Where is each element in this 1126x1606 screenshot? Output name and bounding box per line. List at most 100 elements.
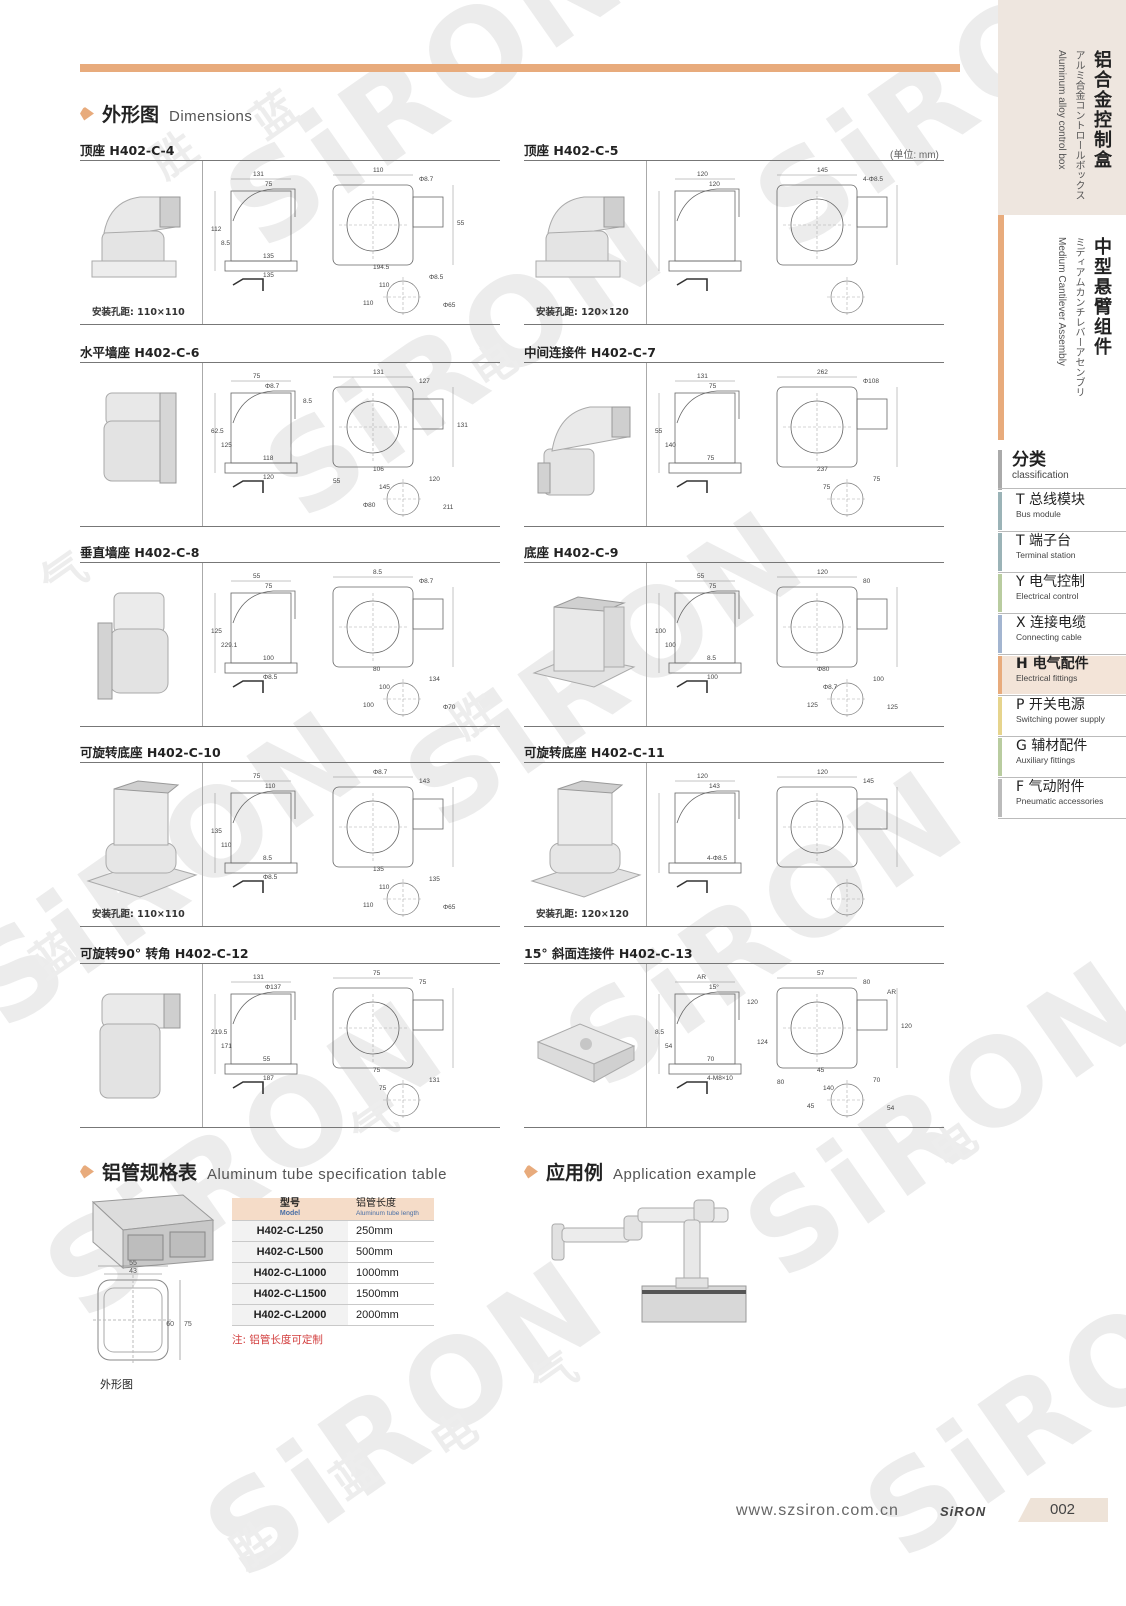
dimension-label: Φ137 [265, 984, 281, 991]
dimension-label: 80 [863, 979, 871, 986]
dimension-label: 131 [253, 974, 264, 981]
dimension-label: 125 [807, 702, 818, 709]
dimension-label: 100 [655, 628, 666, 635]
section-application: 应用例 Application example [524, 1158, 757, 1185]
dimension-label: 8.5 [373, 569, 382, 576]
dimension-label: 120 [817, 769, 828, 776]
dimension-label: Φ8.7 [419, 176, 434, 183]
dimension-label: 4-M8×10 [707, 1075, 733, 1082]
dimension-label: 134 [429, 676, 440, 683]
dimension-label: 112 [211, 226, 222, 233]
dimension-label: 75 [379, 1085, 387, 1092]
mount-spacing: 安装孔距: 110×110 [92, 909, 185, 920]
profile-dim: 60 [166, 1321, 174, 1328]
product-photo-svg [537, 406, 631, 496]
dimension-label: 75 [709, 383, 717, 390]
dimension-label: 55 [333, 478, 341, 485]
dimension-label: 135 [373, 866, 384, 873]
dimension-label: 75 [823, 484, 831, 491]
dimension-label: 100 [707, 674, 718, 681]
tab-jp: アルミ合金コントロールボックス [1073, 50, 1084, 200]
sidebar-tab-cantilever[interactable]: 中型悬臂组件 ミディアムカンチレバーアセンブリ Medium Cantileve… [998, 215, 1126, 440]
page-number-badge: 002 [1018, 1498, 1108, 1522]
watermark-char: 蓝 [321, 1442, 388, 1510]
dimension-label: 131 [457, 422, 468, 429]
product-photo-svg [530, 780, 642, 898]
product-photo [524, 763, 647, 926]
dimension-label: 75 [265, 181, 273, 188]
category-cn: T 总线模块 [1016, 492, 1086, 508]
dimension-label: 120 [817, 569, 828, 576]
profile-dim: 43 [129, 1268, 137, 1275]
dimension-label: 100 [263, 655, 274, 662]
dimension-label: 8.5 [707, 655, 716, 662]
dimension-label: 118 [263, 455, 274, 462]
classification-heading: 分类 classification [998, 450, 1126, 490]
watermark-char: 气 [521, 1342, 588, 1410]
product-photo-svg [91, 196, 181, 278]
category-cn: H 电气配件 [1016, 656, 1089, 672]
dimension-label: 55 [457, 220, 465, 227]
product-title: 顶座 H402-C-5 [524, 143, 619, 158]
dimension-label: 8.5 [263, 855, 272, 862]
model-cell: H402-C-L1500 [232, 1283, 348, 1305]
length-cell: 1000mm [348, 1262, 434, 1284]
dimension-label: 75 [253, 373, 261, 380]
dimension-label: 106 [373, 466, 384, 473]
tube-note: 注: 铝管长度可定制 [232, 1334, 323, 1346]
dimension-label: 127 [419, 378, 430, 385]
dimension-label: 110 [379, 282, 390, 289]
product-title: 中间连接件 H402-C-7 [524, 345, 656, 360]
category-en: Pneumatic accessories [1016, 796, 1104, 806]
mount-spacing: 安装孔距: 110×110 [92, 307, 185, 318]
dimension-label: 75 [373, 1067, 381, 1074]
product-title: 垂直墙座 H402-C-8 [80, 545, 200, 560]
product-photo-svg [97, 592, 169, 700]
product-photo-svg [99, 993, 181, 1099]
section-title-en: Dimensions [169, 108, 253, 125]
product-title: 15° 斜面连接件 H402-C-13 [524, 946, 693, 961]
dimension-label: 131 [373, 369, 384, 376]
dimension-label: 110 [221, 842, 232, 849]
top-accent-bar [80, 64, 960, 72]
dimension-label: 75 [373, 970, 381, 977]
dimension-label: 8.5 [221, 240, 230, 247]
length-cell: 500mm [348, 1241, 434, 1263]
dimension-label: 135 [263, 272, 274, 279]
footer-url[interactable]: www.szsiron.com.cn [736, 1502, 899, 1519]
dimension-label: Φ8.7 [265, 383, 280, 390]
category-cn: X 连接电缆 [1016, 615, 1087, 631]
sidebar-tab-control-box[interactable]: 铝合金控制盒 アルミ合金コントロールボックス Aluminum alloy co… [998, 0, 1126, 215]
header-len-en: Aluminum tube length [356, 1210, 419, 1217]
dimension-label: 120 [901, 1023, 912, 1030]
section-dimensions: 外形图 Dimensions [80, 100, 252, 127]
dimension-label: Φ8.7 [373, 769, 388, 776]
dimension-label: 120 [697, 773, 708, 780]
